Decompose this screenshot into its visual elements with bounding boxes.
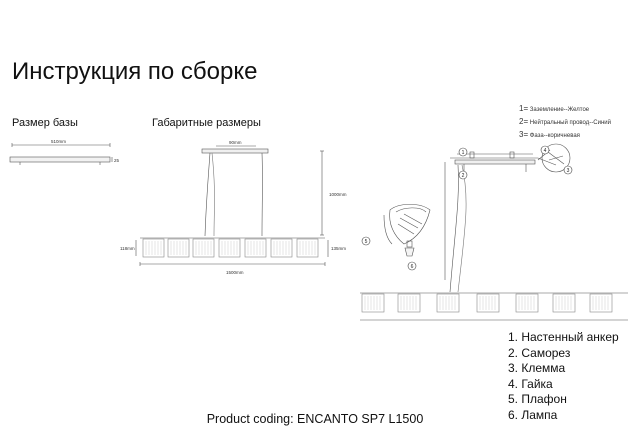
shade-detail-drawing [383,204,431,257]
svg-text:6: 6 [411,264,414,270]
assembly-drawing [360,143,628,321]
callout-6: 6 [407,261,417,271]
wiring-legend-item: 1= Заземление--Желтое [519,104,590,113]
shade-height-left-label: 118mm [120,246,135,251]
total-length-label: 1500mm [226,270,244,275]
product-coding: Product coding: ENCANTO SP7 L1500 [206,412,424,426]
parts-list-item: 5. Плафон [508,392,567,406]
overall-dimensions-drawing [135,145,329,266]
callout-3: 3 [563,165,573,175]
svg-text:1: 1 [462,150,465,156]
parts-list-item: 2. Саморез [508,345,571,360]
drop-height-label: 1000mm [329,192,347,197]
parts-list-item: 1. Настенный анкер [508,330,619,344]
parts-list-item: 3. Клемма [508,361,566,375]
base-size-heading: Размер базы [12,117,78,129]
overall-dimensions-heading: Габаритные размеры [152,117,261,129]
page-title: Инструкция по сборке [12,58,258,85]
wiring-legend: 1= Заземление--Желтое 2= Нейтральный про… [519,103,611,142]
callout-2: 2 [458,170,468,180]
svg-text:4: 4 [544,148,547,154]
canopy-width-label: 90mm [229,140,242,145]
svg-text:3: 3 [567,168,570,174]
shade-height-right-label: 135mm [331,246,347,251]
wiring-legend-item: 2= Нейтральный провод--Синий [519,117,611,126]
callout-1: 1 [458,147,468,157]
parts-list-item: 4. Гайка [508,376,553,391]
callout-5: 5 [361,236,371,246]
callout-4: 4 [540,145,550,155]
base-plate-drawing [9,143,113,165]
wiring-legend-item: 3= Фаза--коричневая [519,130,580,139]
svg-text:5: 5 [365,239,368,245]
svg-text:2: 2 [462,173,465,179]
parts-list: 1. Настенный анкер 2. Саморез 3. Клемма … [508,330,619,423]
parts-list-item: 6. Лампа [508,407,558,422]
base-height-label: 25 [114,158,120,163]
base-width-label: 510mm [51,139,67,144]
